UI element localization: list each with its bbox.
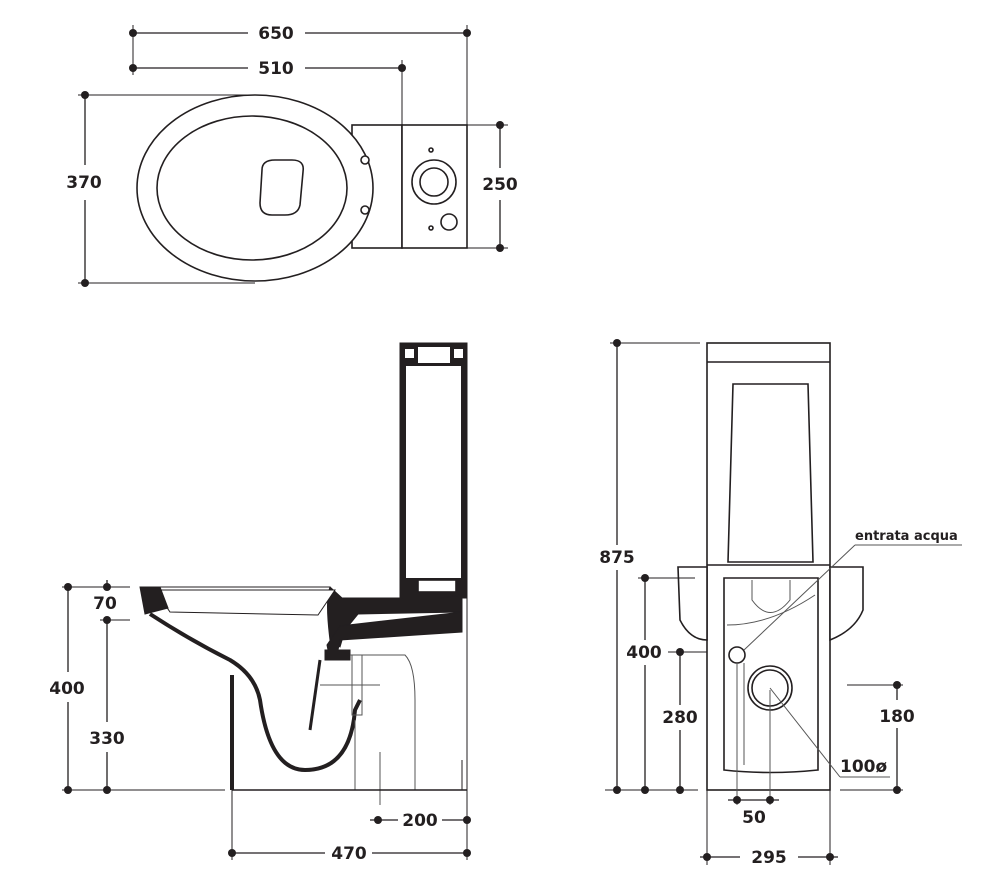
dim-base-length: 470 (331, 844, 367, 864)
dim-total-height: 400 (49, 679, 85, 699)
dim-bowl-to-tank: 510 (258, 59, 294, 79)
top-view: 650 510 370 250 (66, 24, 518, 287)
dim-rim-thickness: 70 (93, 594, 117, 614)
dim-base-width: 295 (751, 848, 787, 868)
water-inlet-label: entrata acqua (855, 529, 958, 544)
dim-tank-depth: 250 (482, 175, 518, 195)
dim-inlet-height: 280 (662, 708, 698, 728)
dim-inlet-offset: 50 (742, 808, 766, 828)
dim-outlet-distance: 200 (402, 811, 438, 831)
dim-overall-length: 650 (258, 24, 294, 44)
dim-front-bowl-height: 400 (626, 643, 662, 663)
side-view: 70 400 330 200 470 (49, 342, 471, 864)
dim-seat-height: 330 (89, 729, 125, 749)
front-view: entrata acqua 100ø 875 400 280 180 50 (599, 339, 962, 868)
dim-outlet-diameter: 100ø (840, 757, 887, 777)
dim-front-total-height: 875 (599, 548, 635, 568)
dim-outlet-height: 180 (879, 707, 915, 727)
dim-bowl-width: 370 (66, 173, 102, 193)
